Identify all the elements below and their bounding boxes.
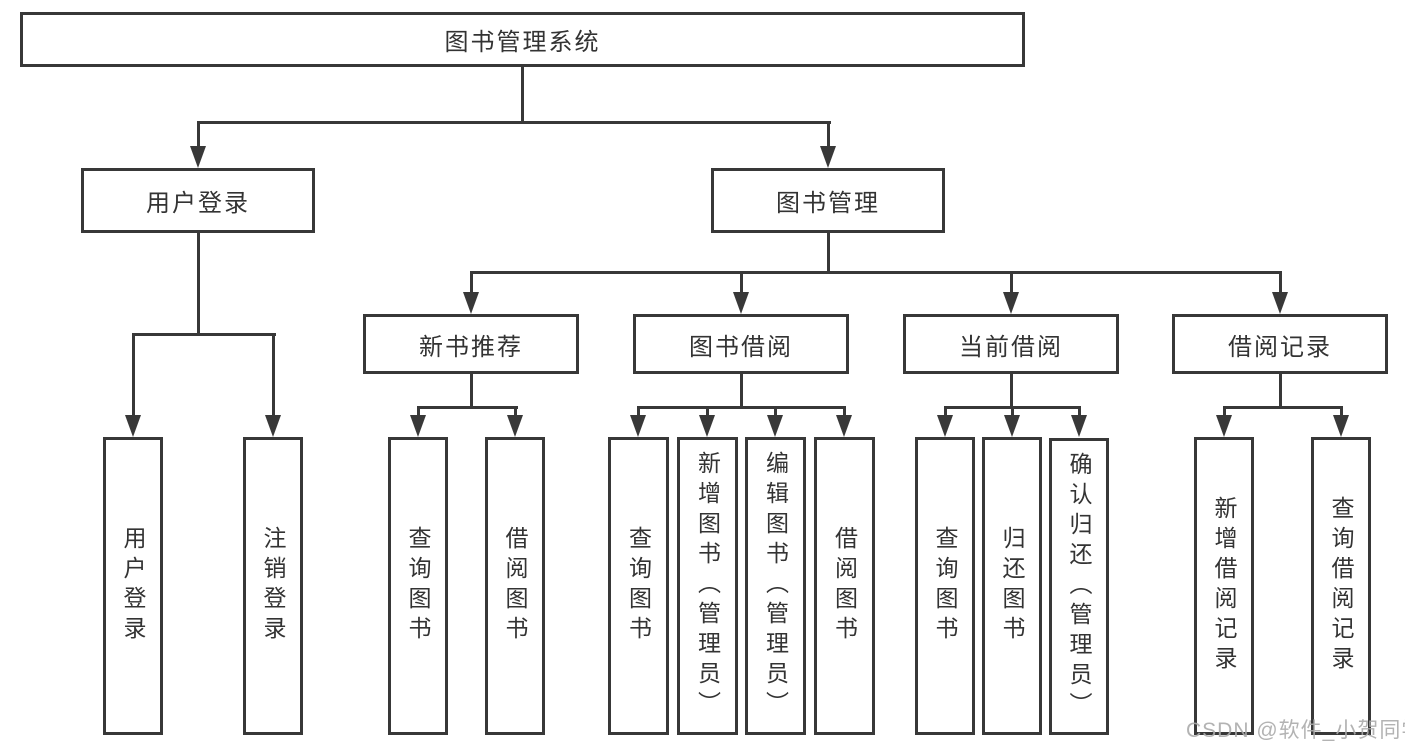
connector-line [1279, 374, 1282, 409]
arrow-down-icon [1272, 292, 1288, 314]
connector-line [1223, 406, 1226, 417]
leaf-query-books-borrow: 查询图书 [608, 437, 669, 735]
arrow-down-icon [265, 415, 281, 437]
leaf-add-borrow-record: 新增借阅记录 [1194, 437, 1254, 735]
connector-line [417, 406, 518, 409]
arrow-down-icon [699, 415, 715, 437]
leaf-return-book: 归还图书 [982, 437, 1042, 735]
node-new-book-recommend: 新书推荐 [363, 314, 579, 374]
node-user-login-label: 用户登录 [146, 190, 250, 217]
leaf-logout-label: 注销登录 [260, 526, 286, 646]
node-new-book-recommend-label: 新书推荐 [419, 333, 523, 361]
connector-line [843, 406, 846, 417]
leaf-confirm-return-admin: 确认归还（管理员） [1049, 438, 1109, 735]
node-root: 图书管理系统 [20, 12, 1025, 67]
node-user-login: 用户登录 [81, 168, 315, 233]
connector-line [827, 233, 830, 274]
arrow-down-icon [190, 146, 206, 168]
arrow-down-icon [937, 415, 953, 437]
arrow-down-icon [1071, 415, 1087, 437]
node-book-borrow: 图书借阅 [633, 314, 849, 374]
leaf-return-book-label: 归还图书 [999, 526, 1025, 646]
connector-line [740, 374, 743, 409]
leaf-borrow-books-recommend: 借阅图书 [485, 437, 545, 735]
node-book-borrow-label: 图书借阅 [689, 333, 793, 361]
connector-line [470, 271, 1282, 274]
connector-line [774, 406, 777, 417]
connector-line [637, 406, 846, 409]
arrow-down-icon [820, 146, 836, 168]
connector-line [132, 333, 276, 336]
node-current-borrow: 当前借阅 [903, 314, 1119, 374]
leaf-borrow-books-recommend-label: 借阅图书 [502, 526, 528, 646]
leaf-query-books-current: 查询图书 [915, 437, 975, 735]
connector-line [521, 67, 524, 124]
leaf-add-book-admin-label: 新增图书（管理员） [694, 451, 721, 721]
watermark: CSDN @软件_小贺同学 [1186, 719, 1405, 742]
leaf-edit-book-admin: 编辑图书（管理员） [745, 437, 806, 735]
leaf-borrow-books: 借阅图书 [814, 437, 875, 735]
connector-line [827, 121, 830, 148]
connector-line [1078, 406, 1081, 417]
connector-line [706, 406, 709, 417]
node-current-borrow-label: 当前借阅 [959, 333, 1063, 361]
connector-line [197, 121, 200, 148]
arrow-down-icon [463, 292, 479, 314]
connector-line [197, 121, 831, 124]
node-borrow-records: 借阅记录 [1172, 314, 1388, 374]
leaf-query-books-recommend-label: 查询图书 [405, 526, 431, 646]
arrow-down-icon [1333, 415, 1349, 437]
leaf-logout: 注销登录 [243, 437, 303, 735]
connector-line [1279, 271, 1282, 294]
node-book-management-label: 图书管理 [776, 190, 880, 217]
arrow-down-icon [1003, 292, 1019, 314]
arrow-down-icon [767, 415, 783, 437]
leaf-query-books-recommend: 查询图书 [388, 437, 448, 735]
leaf-edit-book-admin-label: 编辑图书（管理员） [762, 451, 789, 721]
arrow-down-icon [1216, 415, 1232, 437]
connector-line [470, 271, 473, 294]
arrow-down-icon [733, 292, 749, 314]
node-borrow-records-label: 借阅记录 [1228, 333, 1332, 361]
connector-line [1340, 406, 1343, 417]
leaf-user-login-label: 用户登录 [120, 526, 146, 646]
leaf-add-book-admin: 新增图书（管理员） [677, 437, 738, 735]
connector-line [197, 233, 200, 336]
leaf-confirm-return-admin-label: 确认归还（管理员） [1066, 451, 1092, 722]
leaf-borrow-books-label: 借阅图书 [831, 526, 858, 646]
leaf-query-borrow-record-label: 查询借阅记录 [1328, 496, 1354, 676]
connector-line [470, 374, 473, 409]
arrow-down-icon [410, 415, 426, 437]
arrow-down-icon [125, 415, 141, 437]
connector-line [514, 406, 517, 417]
connector-line [1011, 406, 1014, 417]
arrow-down-icon [630, 415, 646, 437]
leaf-add-borrow-record-label: 新增借阅记录 [1211, 496, 1237, 676]
node-root-label: 图书管理系统 [444, 29, 601, 56]
connector-line [272, 333, 275, 417]
arrow-down-icon [1004, 415, 1020, 437]
arrow-down-icon [836, 415, 852, 437]
connector-line [740, 271, 743, 294]
connector-line [132, 333, 135, 417]
leaf-query-books-current-label: 查询图书 [932, 526, 958, 646]
connector-line [1010, 271, 1013, 294]
connector-line [1010, 374, 1013, 409]
connector-line [1223, 406, 1343, 409]
leaf-user-login: 用户登录 [103, 437, 163, 735]
connector-line [417, 406, 420, 417]
leaf-query-borrow-record: 查询借阅记录 [1311, 437, 1371, 735]
connector-line [944, 406, 947, 417]
leaf-query-books-borrow-label: 查询图书 [625, 526, 652, 646]
node-book-management: 图书管理 [711, 168, 945, 233]
arrow-down-icon [507, 415, 523, 437]
connector-line [637, 406, 640, 417]
